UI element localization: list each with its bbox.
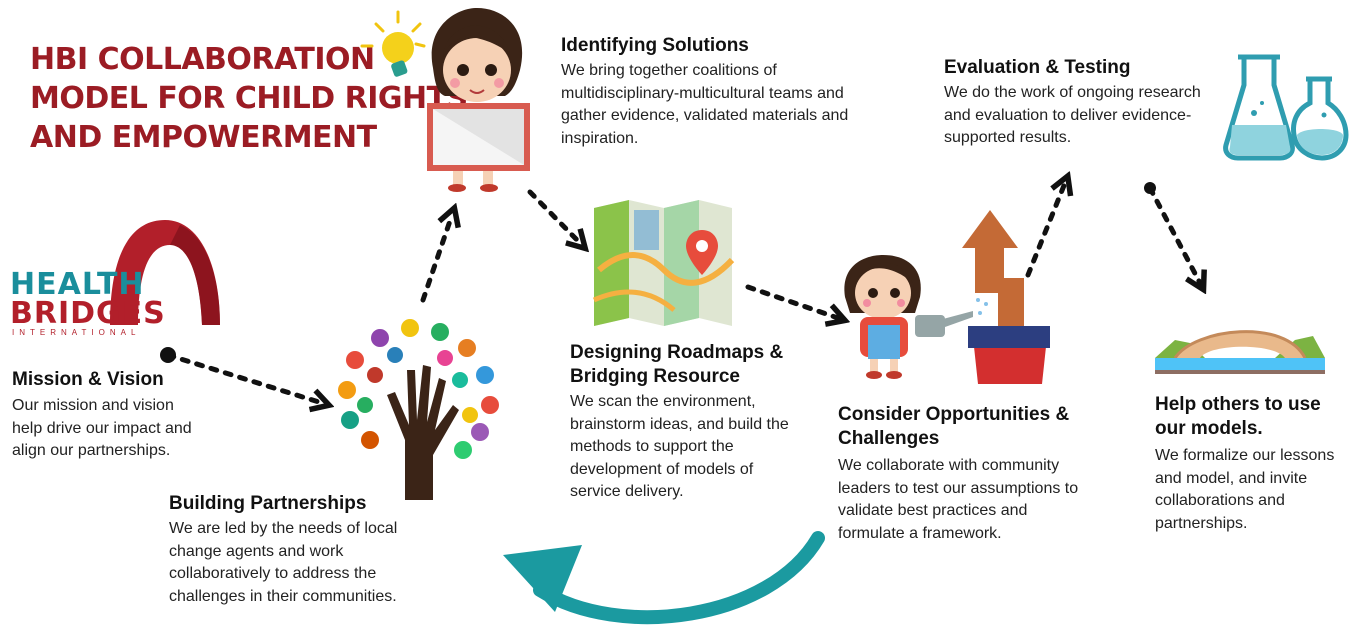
logo-health-text: HEALTH [10, 267, 145, 302]
start-dot [160, 347, 176, 363]
arrow-mission-to-partnerships [165, 352, 322, 403]
arrow-opportunities-to-evaluation [1025, 183, 1065, 278]
title-line-3: AND EMPOWERMENT [30, 120, 377, 155]
mission-text: Our mission and vision help drive our im… [12, 397, 192, 459]
map-icon [592, 200, 735, 326]
partnerships-heading: Building Partnerships [169, 493, 367, 514]
health-bridges-logo: HEALTH BRIDGES INTERNATIONAL [10, 215, 230, 337]
roadmaps-text: We scan the environment, brainstorm idea… [570, 393, 789, 500]
logo-international-text: INTERNATIONAL [12, 328, 141, 337]
solutions-heading: Identifying Solutions [561, 35, 749, 56]
girl-watering-icon [844, 255, 973, 379]
girl-with-sign-icon [427, 8, 530, 192]
flask-icon [1223, 54, 1349, 161]
opportunities-text: We collaborate with community leaders to… [838, 457, 1079, 542]
evaluation-heading: Evaluation & Testing [944, 57, 1131, 78]
hands-tree-icon [338, 319, 499, 500]
partnerships-text: We are led by the needs of local change … [169, 520, 398, 605]
solutions-text: We bring together coalitions of multidis… [561, 62, 849, 147]
arrow-evaluation-to-help [1147, 185, 1200, 283]
help-heading: Help others to use our models. [1155, 394, 1321, 439]
lightbulb-icon [360, 10, 426, 77]
logo-arch-icon [110, 220, 220, 325]
arrow-partnerships-to-solutions [420, 215, 452, 303]
opportunities-heading: Consider Opportunities & Challenges [838, 404, 1070, 449]
roadmaps-heading: Designing Roadmaps & Bridging Resource [570, 342, 784, 387]
logo-bridges-text: BRIDGES [10, 296, 166, 331]
arrow-solutions-to-roadmaps [527, 189, 580, 243]
arrow-roadmaps-to-opportunities [745, 284, 838, 318]
title-line-1: HBI COLLABORATION [30, 42, 375, 77]
help-text: We formalize our lessons and model, and … [1155, 447, 1335, 532]
evaluation-text: We do the work of ongoing research and e… [944, 84, 1201, 146]
evaluation-dot [1144, 182, 1156, 194]
mission-heading: Mission & Vision [12, 369, 164, 390]
bridge-icon [1155, 330, 1325, 374]
growth-arrow-icon [962, 210, 1050, 384]
